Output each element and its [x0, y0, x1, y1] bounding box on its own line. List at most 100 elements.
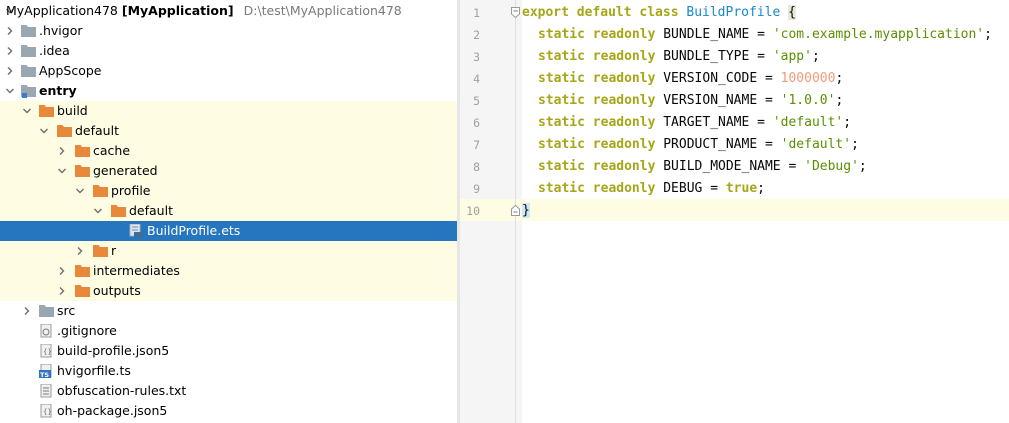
folder-icon	[21, 44, 36, 58]
folder-icon	[39, 104, 54, 118]
chevron-down-icon[interactable]	[21, 105, 33, 117]
tree-item-label: cache	[93, 143, 131, 158]
tree-item-label: generated	[93, 163, 158, 178]
module-name: [MyApplication]	[121, 3, 234, 18]
line-number: 10	[466, 204, 480, 218]
line-number: 3	[473, 50, 480, 64]
code-line: static readonly VERSION_NAME = '1.0.0';	[538, 93, 844, 108]
chevron-right-icon[interactable]	[74, 245, 86, 257]
code-line: }	[522, 203, 530, 218]
folder-icon	[93, 244, 108, 258]
svg-text:{}: {}	[43, 408, 52, 416]
tree-item-label: src	[57, 303, 76, 318]
line-number: 7	[473, 138, 480, 152]
tree-item-hvigor[interactable]: .hvigor	[0, 21, 457, 41]
tree-root-row[interactable]: MyApplication478 [MyApplication] D:\test…	[0, 1, 457, 21]
chevron-right-icon[interactable]	[4, 65, 16, 77]
project-tree: MyApplication478 [MyApplication] D:\test…	[0, 0, 457, 423]
svg-text:TS: TS	[40, 371, 49, 378]
folder-icon	[93, 184, 108, 198]
chevron-down-icon[interactable]	[56, 165, 68, 177]
code-line: export default class BuildProfile {	[522, 5, 796, 20]
json5-file-icon: {}	[39, 344, 54, 358]
code-line: static readonly BUNDLE_NAME = 'com.examp…	[538, 27, 992, 42]
tree-item-label: default	[129, 203, 173, 218]
tree-item-buildprofile-ets[interactable]: BuildProfile.ets	[0, 221, 457, 241]
tree-item-intermediates[interactable]: intermediates	[0, 261, 457, 281]
chevron-right-icon[interactable]	[4, 25, 16, 37]
tree-item-cache[interactable]: cache	[0, 141, 457, 161]
tree-item-profile[interactable]: profile	[0, 181, 457, 201]
tree-item-label: .gitignore	[57, 323, 117, 338]
project-path: D:\test\MyApplication478	[243, 3, 402, 18]
tree-item-build[interactable]: build	[0, 101, 457, 121]
tree-item-label: .hvigor	[39, 23, 83, 38]
tree-item-oh-package-json5[interactable]: {} oh-package.json5	[0, 401, 457, 421]
chevron-down-icon[interactable]	[38, 125, 50, 137]
line-number: 1	[473, 6, 480, 20]
module-folder-icon	[21, 84, 36, 98]
tree-item-label: outputs	[93, 283, 141, 298]
gitignore-file-icon	[39, 324, 54, 338]
tree-item-label: hvigorfile.ts	[57, 363, 131, 378]
tree-item-src[interactable]: src	[0, 301, 457, 321]
line-number: 2	[473, 28, 480, 42]
code-line: static readonly BUNDLE_TYPE = 'app';	[538, 49, 820, 64]
tree-item-default-inner[interactable]: default	[0, 201, 457, 221]
tree-item-label: r	[111, 243, 117, 258]
tree-item-label: profile	[111, 183, 151, 198]
current-line-highlight	[460, 199, 1009, 221]
chevron-right-icon[interactable]	[56, 265, 68, 277]
tree-item-idea[interactable]: .idea	[0, 41, 457, 61]
svg-text:{}: {}	[43, 348, 52, 356]
tree-item-label: build-profile.json5	[57, 343, 170, 358]
tree-item-label: intermediates	[93, 263, 180, 278]
tree-item-build-profile-json5[interactable]: {} build-profile.json5	[0, 341, 457, 361]
tree-item-label: build	[57, 103, 88, 118]
tree-item-outputs[interactable]: outputs	[0, 281, 457, 301]
folder-icon	[75, 164, 90, 178]
folder-icon	[21, 64, 36, 78]
folder-icon	[57, 124, 72, 138]
ets-file-icon	[129, 224, 144, 238]
tree-item-obfuscation-rules-txt[interactable]: obfuscation-rules.txt	[0, 381, 457, 401]
tree-item-label: BuildProfile.ets	[147, 223, 241, 238]
tree-item-label: .idea	[39, 43, 70, 58]
tree-item-r[interactable]: r	[0, 241, 457, 261]
chevron-down-icon[interactable]	[92, 205, 104, 217]
line-number: 5	[473, 94, 480, 108]
chevron-right-icon[interactable]	[56, 285, 68, 297]
panel-splitter[interactable]	[457, 0, 460, 423]
line-number: 9	[473, 182, 480, 196]
folder-icon	[39, 304, 54, 318]
tree-item-entry[interactable]: entry	[0, 81, 457, 101]
tree-item-gitignore[interactable]: .gitignore	[0, 321, 457, 341]
folder-icon	[111, 204, 126, 218]
code-line: static readonly DEBUG = true;	[538, 181, 765, 196]
text-file-icon	[39, 384, 54, 398]
folder-icon	[21, 24, 36, 38]
tree-item-hvigorfile-ts[interactable]: TS hvigorfile.ts	[0, 361, 457, 381]
project-name: MyApplication478	[6, 3, 118, 18]
line-number: 4	[473, 72, 480, 86]
line-number: 8	[473, 160, 480, 174]
folder-icon	[75, 264, 90, 278]
tree-item-generated[interactable]: generated	[0, 161, 457, 181]
ts-file-icon: TS	[39, 364, 54, 378]
fold-collapse-icon[interactable]	[511, 7, 520, 18]
fold-end-icon[interactable]	[511, 205, 520, 216]
chevron-right-icon[interactable]	[56, 145, 68, 157]
tree-item-label: obfuscation-rules.txt	[57, 383, 187, 398]
chevron-right-icon[interactable]	[4, 45, 16, 57]
line-number: 6	[473, 116, 480, 130]
chevron-right-icon[interactable]	[21, 305, 33, 317]
chevron-down-icon[interactable]	[4, 5, 16, 17]
chevron-down-icon[interactable]	[74, 185, 86, 197]
folder-icon	[75, 284, 90, 298]
tree-item-label: entry	[39, 83, 77, 98]
tree-item-label: AppScope	[39, 63, 102, 78]
chevron-down-icon[interactable]	[4, 85, 16, 97]
tree-item-appscope[interactable]: AppScope	[0, 61, 457, 81]
code-line: static readonly BUILD_MODE_NAME = 'Debug…	[538, 159, 867, 174]
tree-item-default[interactable]: default	[0, 121, 457, 141]
